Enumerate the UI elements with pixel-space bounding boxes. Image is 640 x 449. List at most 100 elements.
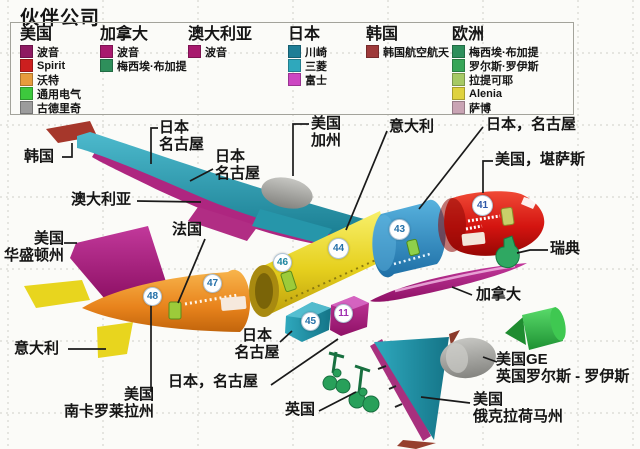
legend-item: 通用电气 <box>20 87 81 101</box>
color-swatch <box>20 87 33 100</box>
color-swatch <box>452 73 465 86</box>
cargo-door-part-sweden <box>495 235 520 269</box>
color-swatch <box>288 45 301 58</box>
section-badge-41: 41 <box>472 195 493 216</box>
legend-item-label: 沃特 <box>37 74 59 87</box>
legend-item-label: 波音 <box>117 46 139 59</box>
legend-item: 川崎 <box>288 45 327 59</box>
callout-japan-nagoya-45: 日本 名古屋 <box>234 327 280 361</box>
legend-item-label: 罗尔斯·罗伊斯 <box>469 60 539 73</box>
callout-canada: 加拿大 <box>476 286 522 303</box>
callout-japan-nagoya-wing-2: 日本 名古屋 <box>215 148 261 182</box>
callout-japan-nagoya-wing-1: 日本 名古屋 <box>159 119 205 153</box>
legend-item-label: 川崎 <box>305 46 327 59</box>
color-swatch <box>452 101 465 114</box>
callout-japan-nagoya-bottom: 日本，名古屋 <box>168 373 259 390</box>
callout-japan-nagoya-43: 日本，名古屋 <box>486 116 577 133</box>
legend-item: 波音 <box>100 45 187 59</box>
color-swatch <box>188 45 201 58</box>
callout-usa-washington: 美国 华盛顿州 <box>3 230 64 264</box>
callout-uk: 英国 <box>285 401 316 418</box>
legend-item-label: Alenia <box>469 87 503 100</box>
callout-italy-section44: 意大利 <box>389 118 435 135</box>
legend-item-label: 梅西埃·布加提 <box>469 46 539 59</box>
legend-country-label: 加拿大 <box>100 26 149 43</box>
color-swatch <box>20 45 33 58</box>
legend-item: 波音 <box>20 45 81 59</box>
legend-item-label: Spirit <box>37 59 66 72</box>
legend-item: 富士 <box>288 73 327 87</box>
callout-usa-california: 美国 加州 <box>311 115 342 149</box>
legend-box <box>10 22 574 115</box>
legend-item: 梅西埃·布加提 <box>452 45 539 59</box>
legend-item: 沃特 <box>20 73 81 87</box>
leader-lines <box>62 123 548 412</box>
color-swatch <box>366 45 379 58</box>
trailing-edge-fin <box>370 330 460 449</box>
legend-column-australia: 澳大利亚 波音 <box>188 26 253 59</box>
section-badge-43: 43 <box>389 219 410 240</box>
vertical-tail <box>70 226 168 298</box>
callout-engines: 美国GE 英国罗尔斯 - 罗伊斯 <box>496 351 630 385</box>
legend-item: Alenia <box>452 87 539 100</box>
wing-nacelle-part <box>261 177 313 209</box>
callout-korea: 韩国 <box>24 148 55 165</box>
legend-column-japan: 日本 川崎 三菱 富士 <box>288 26 327 87</box>
legend-item-label: 波音 <box>37 46 59 59</box>
callout-italy-stabilizer: 意大利 <box>14 340 60 357</box>
legend-country-label: 欧洲 <box>452 26 485 43</box>
callout-sweden: 瑞典 <box>550 240 581 257</box>
section-badge-48: 48 <box>143 287 162 306</box>
legend-item-label: 富士 <box>305 74 327 87</box>
landing-gear <box>322 351 380 413</box>
legend-title: 伙伴公司 <box>20 8 101 29</box>
legend-item-label: 三菱 <box>305 60 327 73</box>
nose-section-41 <box>438 191 545 256</box>
engine-nacelle <box>440 337 496 379</box>
section-badge-46: 46 <box>273 253 292 272</box>
callout-australia: 澳大利亚 <box>71 191 132 208</box>
section-badge-45: 45 <box>301 312 320 331</box>
legend-item: 梅西埃·布加提 <box>100 59 187 73</box>
section-badge-47: 47 <box>203 274 222 293</box>
legend-country-label: 韩国 <box>366 26 399 43</box>
legend-country-label: 澳大利亚 <box>188 26 253 43</box>
color-swatch <box>452 45 465 58</box>
engine-ge-rr <box>505 307 566 350</box>
color-swatch <box>100 59 113 72</box>
callout-france: 法国 <box>172 221 203 238</box>
legend-item-label: 波音 <box>205 46 227 59</box>
callout-usa-south-carolina: 美国 南卡罗莱拉州 <box>63 386 154 420</box>
legend-item: 三菱 <box>288 59 327 73</box>
legend-item-label: 韩国航空航天 <box>383 46 449 59</box>
legend-item: 韩国航空航天 <box>366 45 449 59</box>
color-swatch <box>288 73 301 86</box>
legend-item-label: 梅西埃·布加提 <box>117 60 187 73</box>
legend-item-label: 拉提可耶 <box>469 74 513 87</box>
color-swatch <box>452 59 465 72</box>
legend-column-europe: 欧洲 梅西埃·布加提 罗尔斯·罗伊斯 拉提可耶 Alenia 萨博 <box>452 26 539 115</box>
wing-assembly <box>77 132 397 250</box>
color-swatch <box>452 87 465 100</box>
legend-item-label: 萨博 <box>469 102 491 115</box>
legend-item: Spirit <box>20 59 81 72</box>
color-swatch <box>100 45 113 58</box>
legend-country-label: 日本 <box>288 26 321 43</box>
legend-item: 古德里奇 <box>20 101 81 115</box>
legend-item: 罗尔斯·罗伊斯 <box>452 59 539 73</box>
legend-item-label: 通用电气 <box>37 88 81 101</box>
section-badge-44: 44 <box>328 238 349 259</box>
legend-column-canada: 加拿大 波音 梅西埃·布加提 <box>100 26 187 73</box>
legend-column-usa: 美国 波音 Spirit 沃特 通用电气 古德里奇 <box>20 26 81 115</box>
color-swatch <box>288 59 301 72</box>
center-wing-box <box>285 296 369 342</box>
legend-country-label: 美国 <box>20 26 53 43</box>
legend-item: 萨博 <box>452 101 539 115</box>
legend-item: 拉提可耶 <box>452 73 539 87</box>
color-swatch <box>20 73 33 86</box>
legend-item: 波音 <box>188 45 252 59</box>
center-fuselage-barrel <box>249 211 391 317</box>
color-swatch <box>20 59 33 72</box>
callout-usa-oklahoma: 美国 俄克拉荷马州 <box>473 391 564 425</box>
